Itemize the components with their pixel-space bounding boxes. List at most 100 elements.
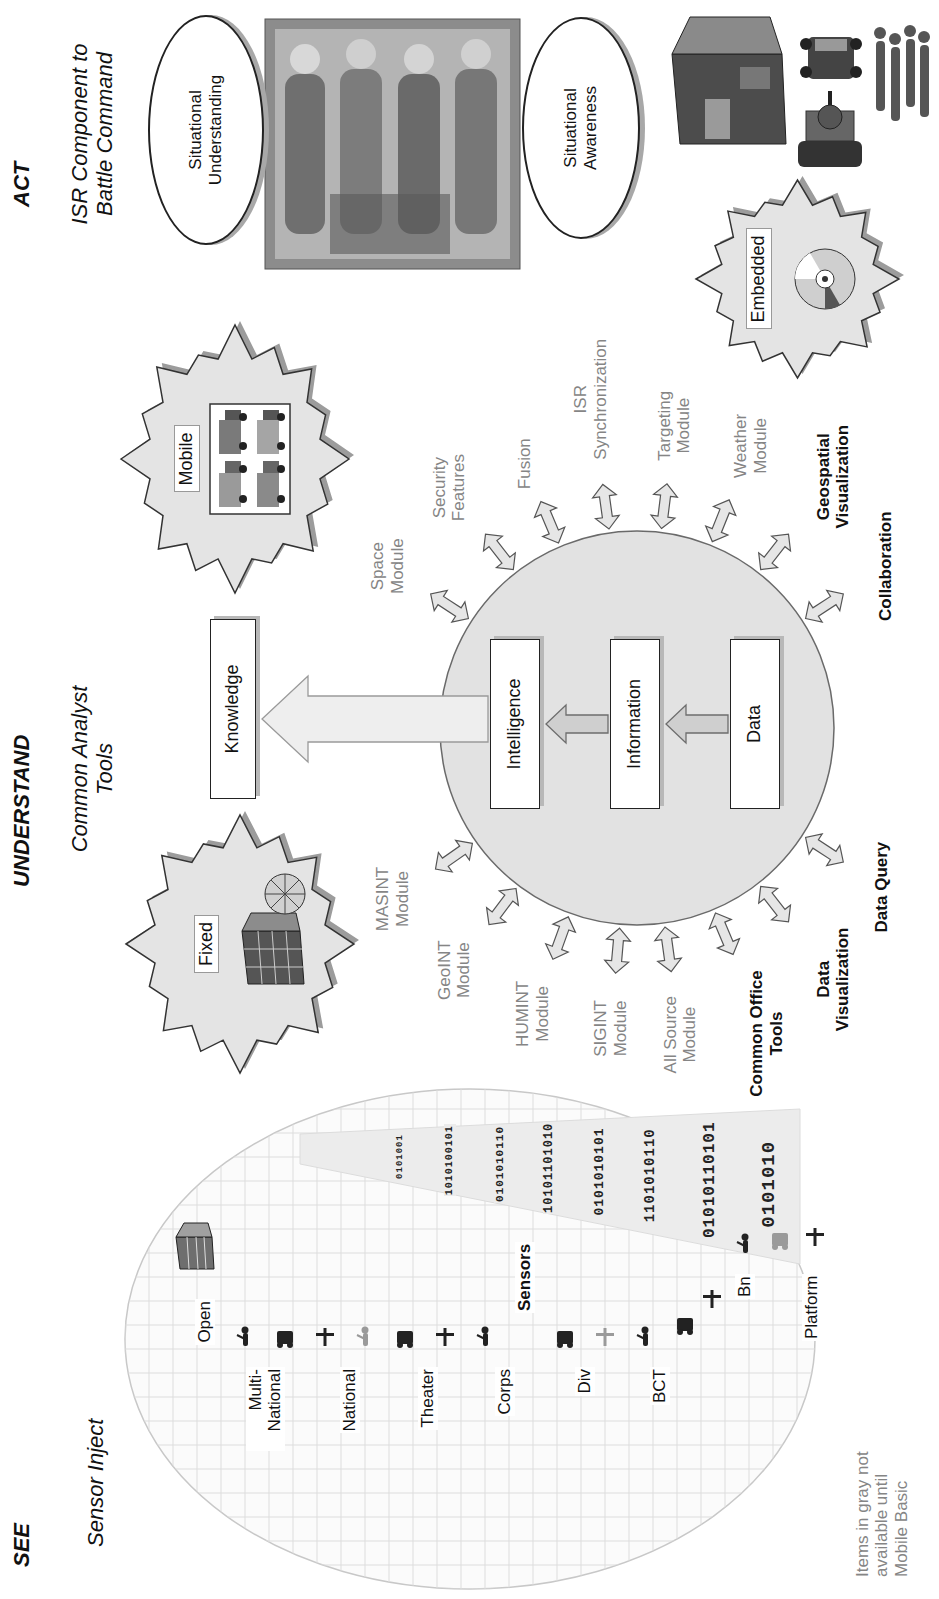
grid-line (120, 1493, 820, 1494)
sensor-icon (397, 1342, 403, 1348)
binary-stream: 0101010101 (593, 1126, 608, 1216)
jeep-icon (800, 66, 812, 78)
module-label: Common Office Tools (747, 962, 786, 1106)
burst-illustration (242, 874, 305, 984)
double-arrow (651, 484, 677, 529)
double-arrow (431, 591, 469, 623)
node-label: Knowledge (222, 664, 244, 753)
flow-arrow (666, 705, 728, 743)
sensor-icon (642, 1327, 649, 1334)
double-arrow (436, 840, 473, 872)
module-label: ISR Synchronization (571, 327, 610, 471)
sensor-icon (806, 1228, 824, 1246)
module-label: Fusion (515, 436, 535, 491)
module-label: Data Query (872, 840, 892, 935)
sensor-icon (316, 1328, 334, 1346)
process-box: Data (730, 639, 780, 809)
sensor-disk (120, 1084, 820, 1594)
sensors-label: Sensors (515, 1242, 535, 1313)
double-arrow (709, 913, 739, 954)
flow-arrow (546, 705, 608, 743)
section-heading: UNDERSTAND (9, 733, 34, 889)
process-box: Knowledge (210, 619, 256, 799)
soldiers-photo (346, 39, 376, 69)
sensor-icon (806, 1228, 824, 1246)
binary-stream: 01010110101 (701, 1120, 719, 1239)
grid-line (120, 1397, 820, 1398)
house-icon (672, 17, 782, 54)
sensor-icon (483, 1333, 488, 1346)
module-label: SIGINT Module (591, 986, 630, 1070)
network-icon (265, 874, 305, 914)
sensor-icon (237, 1335, 245, 1339)
grid-line (125, 1084, 126, 1594)
truck-picture (239, 442, 247, 450)
soldier-group (891, 47, 900, 121)
sensor-icon (482, 1327, 489, 1334)
sensor-icon (557, 1331, 573, 1348)
binary-stream: 0101001 (395, 1133, 405, 1180)
open-building (204, 1237, 206, 1269)
sensor-icon (277, 1331, 293, 1348)
house-icon (672, 17, 786, 144)
echelon-label: BCT (650, 1367, 670, 1405)
node-label: Information (624, 679, 646, 769)
sensor-icon (436, 1328, 454, 1346)
sensor-icon (687, 1329, 693, 1335)
grid-line (120, 1109, 820, 1110)
truck-picture (257, 420, 279, 454)
tank-icon (798, 141, 862, 167)
jeep-icon (815, 39, 847, 51)
sensor-icon (277, 1342, 283, 1348)
echelon-label: Corps (495, 1367, 515, 1416)
starburst-shape (690, 168, 911, 384)
truck-picture (239, 495, 247, 503)
jeep-icon (800, 37, 862, 79)
disc-icon (795, 249, 855, 309)
sensor-icon (407, 1342, 413, 1348)
sensor-icon (737, 1242, 745, 1246)
truck-picture (219, 420, 241, 454)
sensor-icon (737, 1234, 749, 1254)
binary-stream: 0101010110 (494, 1125, 507, 1203)
sensor-icon (243, 1333, 248, 1346)
node-label: Data (744, 705, 766, 743)
truck-picture (210, 404, 290, 514)
truck-picture (263, 461, 279, 473)
module-label: Weather Module (731, 404, 770, 488)
sensor-icon (677, 1329, 683, 1335)
grid-line (221, 1084, 222, 1594)
oval-node: Situational Awareness (522, 17, 640, 239)
sensor-icon (397, 1331, 413, 1348)
disc-icon (795, 249, 855, 309)
echelon-label: Open (195, 1299, 215, 1345)
soldier-group (906, 39, 915, 107)
grid-line (120, 1421, 820, 1422)
binary-stream: 0101010 (759, 1140, 781, 1229)
building-icon (242, 913, 300, 931)
soldiers-photo (330, 194, 450, 254)
double-arrow (806, 591, 844, 623)
starburst-shape (126, 815, 354, 1073)
jeep-icon (850, 66, 862, 78)
double-arrow (487, 889, 519, 925)
grid-line (173, 1084, 174, 1594)
sensor-icon (782, 1244, 788, 1250)
truck-picture (263, 410, 279, 420)
double-arrow (759, 886, 791, 922)
oval-node: Situational Understanding (148, 15, 264, 245)
sensor-icon (242, 1327, 249, 1334)
grid-line (120, 1445, 820, 1446)
truck-picture (277, 413, 285, 421)
truck-picture (277, 465, 285, 473)
sensor-icon (357, 1335, 365, 1339)
module-label: All Source Module (661, 985, 700, 1084)
sensor-icon (742, 1234, 749, 1241)
sensor-disk (120, 1084, 820, 1594)
sensor-icon (436, 1328, 454, 1346)
sensor-icon (596, 1328, 614, 1346)
soldier-group (874, 25, 930, 121)
sensor-icon (677, 1318, 693, 1331)
soldier-group (904, 25, 916, 37)
